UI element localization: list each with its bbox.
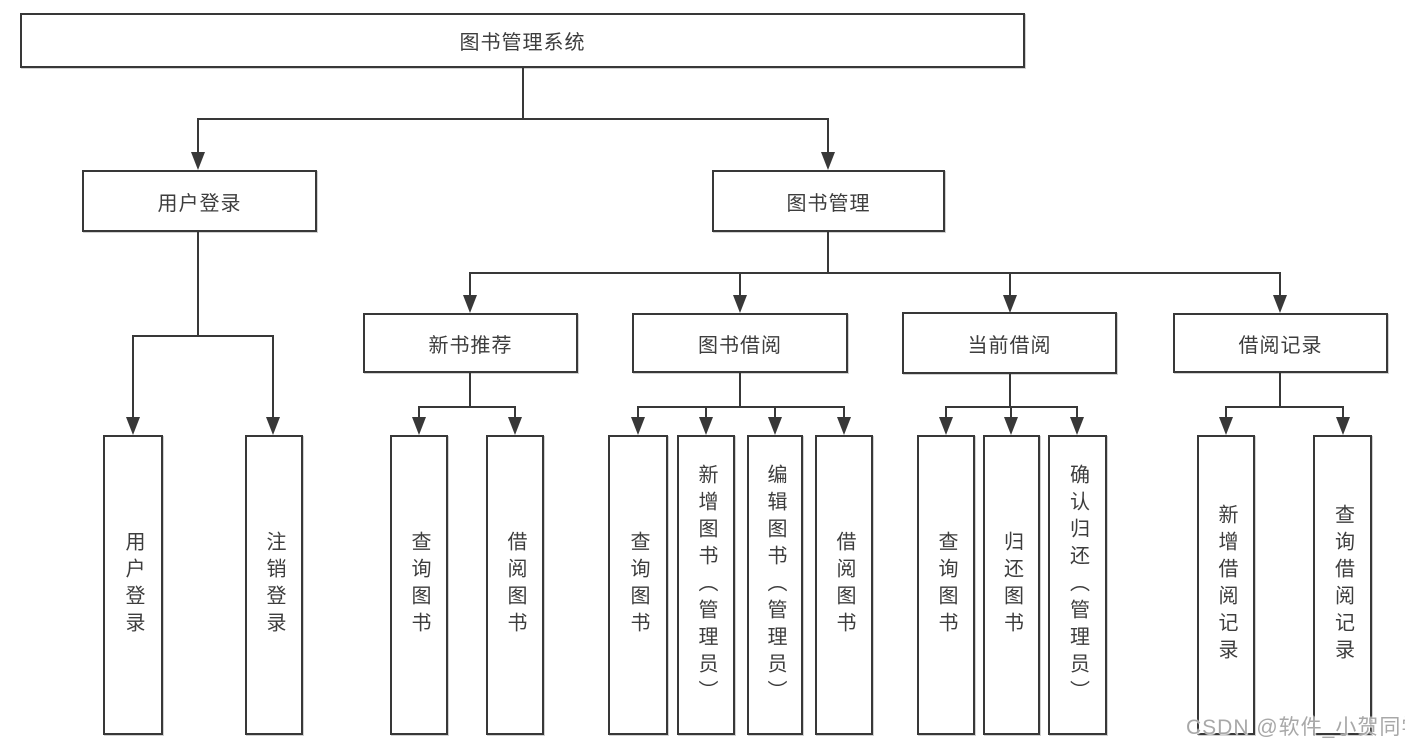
arrow-leaf-borrow-books-2 [837,417,851,435]
connector-borrowrecord-stem [1279,373,1281,408]
leaf-query-borrow-record: 查询借阅记录 [1313,435,1372,735]
connector-currentborrow-stem [1009,374,1011,408]
arrow-leaf-logout [266,417,280,435]
node-current-borrowing: 当前借阅 [902,312,1117,374]
connector-arrow-g3b-stem [705,406,707,419]
connector-newbook-branch [418,406,516,408]
connector-arrow-currentborrow-stem [1009,272,1011,297]
arrow-leaf-query-books-1 [412,417,426,435]
arrow-leaf-return-books [1004,417,1018,435]
connector-level2-branch [197,118,829,120]
connector-arrow-g3d-stem [843,406,845,419]
connector-arrow-book-mgmt-stem [827,118,829,154]
arrow-user-login [191,152,205,170]
leaf-return-books: 归还图书 [983,435,1040,735]
arrow-book-borrowing [733,295,747,313]
connector-arrow-g4a-stem [945,406,947,419]
connector-arrow-borrowrecord-stem [1279,272,1281,297]
connector-arrow-g4c-stem [1076,406,1078,419]
connector-newbook-stem [469,373,471,408]
arrow-book-mgmt [821,152,835,170]
leaf-borrow-books-2: 借阅图书 [815,435,873,735]
arrow-leaf-query-books-2 [631,417,645,435]
node-book-borrowing: 图书借阅 [632,313,848,373]
connector-userlogin-stem [197,232,199,337]
leaf-user-login: 用户登录 [103,435,163,735]
arrow-new-book-recommend [463,295,477,313]
connector-arrow-leaf-login-stem [132,335,134,419]
leaf-query-books-3: 查询图书 [917,435,975,735]
leaf-logout: 注销登录 [245,435,303,735]
connector-level3-branch [469,272,1281,274]
connector-arrow-g2a-stem [418,406,420,419]
connector-arrow-g3c-stem [774,406,776,419]
leaf-add-books-admin: 新增图书（管理员） [677,435,735,735]
connector-bookborrow-branch [637,406,844,408]
node-user-login: 用户登录 [82,170,317,232]
arrow-leaf-confirm-return [1070,417,1084,435]
node-borrow-records: 借阅记录 [1173,313,1388,373]
arrow-leaf-query-record [1336,417,1350,435]
arrow-leaf-user-login [126,417,140,435]
connector-book-mgmt-stem [827,232,829,274]
arrow-leaf-add-books [699,417,713,435]
csdn-watermark: CSDN @软件_小贺同学 [1186,716,1405,739]
connector-arrow-bookborrow-stem [739,272,741,297]
connector-arrow-g2b-stem [514,406,516,419]
arrow-leaf-add-record [1219,417,1233,435]
connector-arrow-newbook-stem [469,272,471,297]
leaf-borrow-books-1: 借阅图书 [486,435,544,735]
connector-userlogin-branch [132,335,274,337]
connector-arrow-g5b-stem [1342,406,1344,419]
leaf-add-borrow-record: 新增借阅记录 [1197,435,1255,735]
connector-arrow-g3a-stem [637,406,639,419]
arrow-leaf-borrow-books-1 [508,417,522,435]
arrow-leaf-edit-books [768,417,782,435]
node-new-book-recommend: 新书推荐 [363,313,578,373]
connector-arrow-g4b-stem [1010,406,1012,419]
arrow-leaf-query-books-3 [939,417,953,435]
leaf-query-books-2: 查询图书 [608,435,668,735]
connector-arrow-g5a-stem [1225,406,1227,419]
connector-borrowrecord-branch [1225,406,1344,408]
connector-arrow-leaf-logout-stem [272,335,274,419]
connector-arrow-user-login-stem [197,118,199,154]
arrow-current-borrowing [1003,295,1017,313]
node-root-library-system: 图书管理系统 [20,13,1025,68]
arrow-borrow-records [1273,295,1287,313]
connector-root-stem [522,68,524,120]
node-book-management: 图书管理 [712,170,945,232]
leaf-confirm-return-admin: 确认归还（管理员） [1048,435,1107,735]
leaf-query-books-1: 查询图书 [390,435,448,735]
leaf-edit-books-admin: 编辑图书（管理员） [747,435,803,735]
connector-bookborrow-stem [739,373,741,408]
